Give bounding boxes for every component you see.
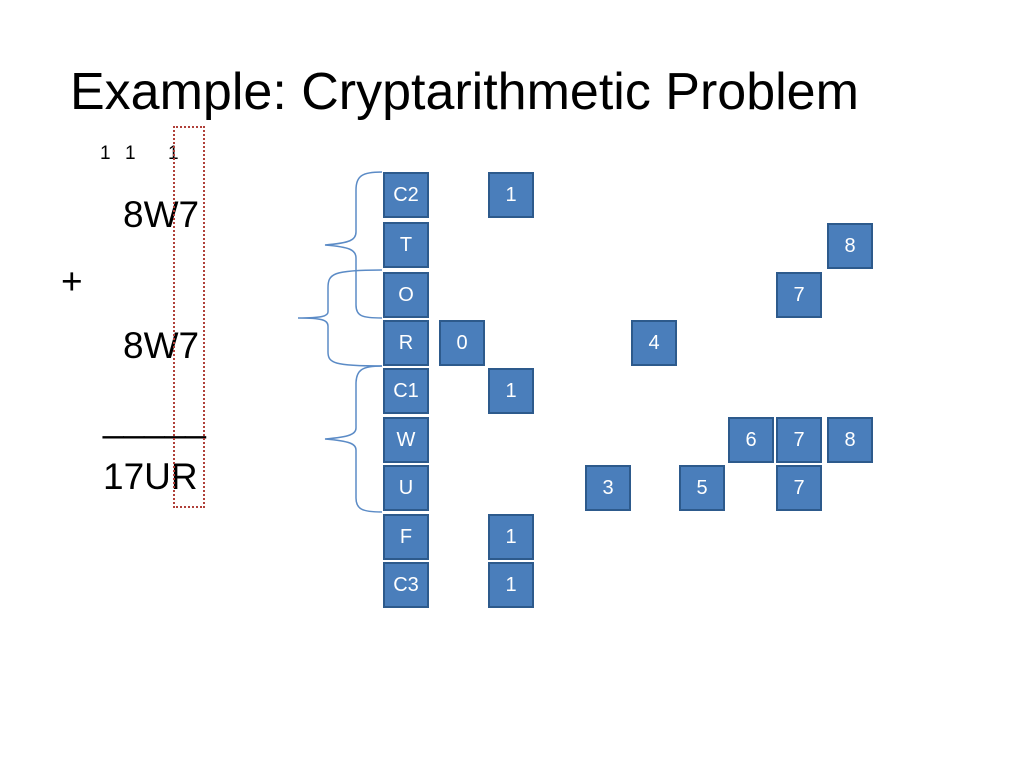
variable-C2-box: C2 <box>383 172 429 218</box>
value-box-R: 4 <box>631 320 677 366</box>
value-box-T: 8 <box>827 223 873 269</box>
value-box-W: 8 <box>827 417 873 463</box>
brace-bottom <box>324 365 383 513</box>
variable-U-box: U <box>383 465 429 511</box>
addend-top: 8W7 <box>123 194 200 235</box>
value-box-F: 1 <box>488 514 534 560</box>
variable-O-box: O <box>383 272 429 318</box>
slide-title: Example: Cryptarithmetic Problem <box>70 63 859 121</box>
value-box-R: 0 <box>439 320 485 366</box>
sum-result: 17UR <box>103 456 198 497</box>
value-box-C3: 1 <box>488 562 534 608</box>
value-box-W: 7 <box>776 417 822 463</box>
brace-top <box>324 171 383 319</box>
value-box-C1: 1 <box>488 368 534 414</box>
value-box-O: 7 <box>776 272 822 318</box>
variable-R-box: R <box>383 320 429 366</box>
brace-middle <box>297 269 383 367</box>
value-box-U: 7 <box>776 465 822 511</box>
carry-digit: 1 <box>100 143 111 164</box>
sum-rule: _____ <box>103 398 206 439</box>
value-box-U: 3 <box>585 465 631 511</box>
variable-C3-box: C3 <box>383 562 429 608</box>
value-box-U: 5 <box>679 465 725 511</box>
variable-W-box: W <box>383 417 429 463</box>
carry-digit: 1 <box>125 143 136 164</box>
value-box-C2: 1 <box>488 172 534 218</box>
variable-C1-box: C1 <box>383 368 429 414</box>
column-highlight <box>173 126 205 508</box>
value-box-W: 6 <box>728 417 774 463</box>
addend-bottom: 8W7 <box>123 325 200 366</box>
variable-F-box: F <box>383 514 429 560</box>
variable-T-box: T <box>383 222 429 268</box>
plus-sign: + <box>61 261 83 302</box>
